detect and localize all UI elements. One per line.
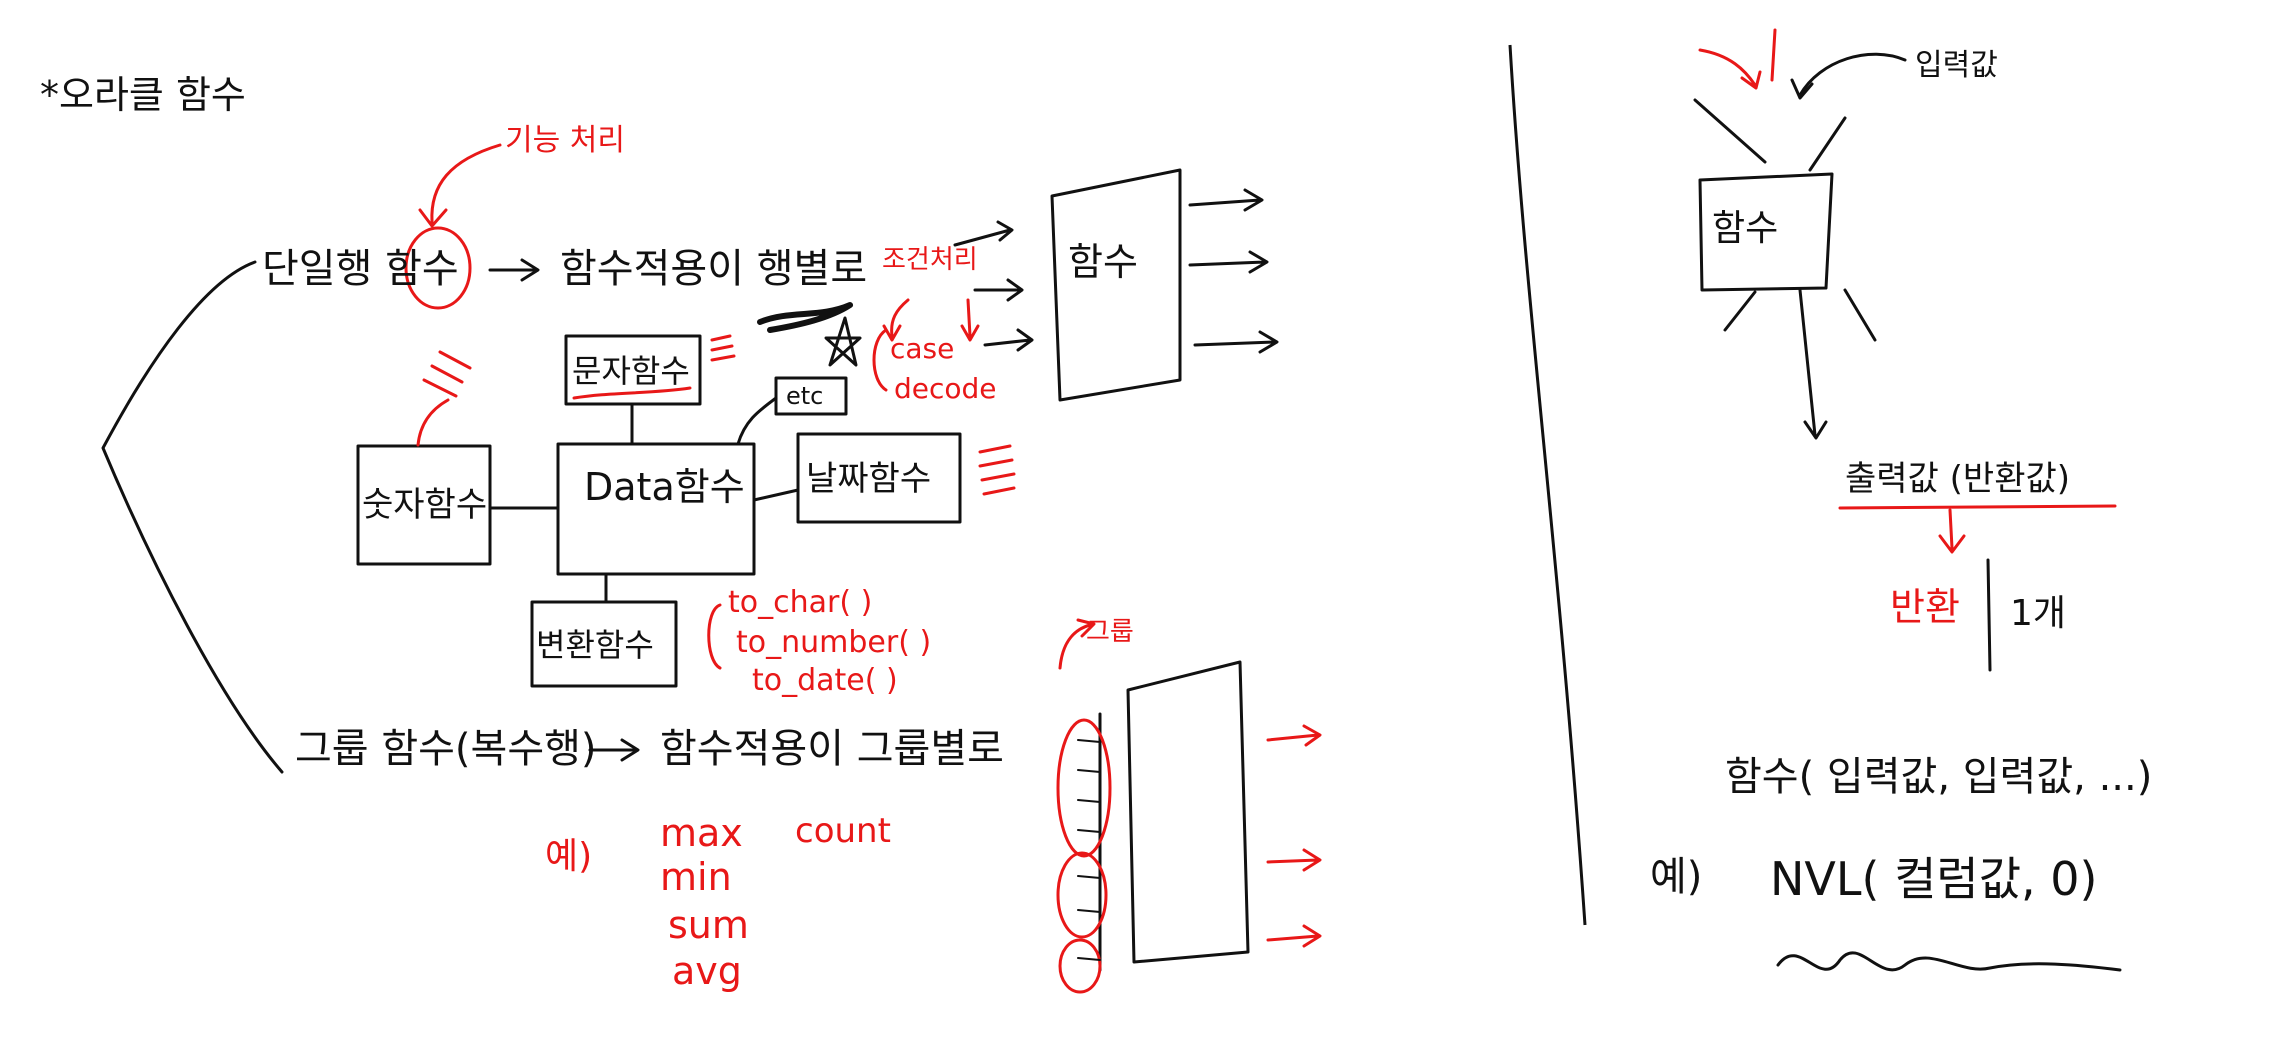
example-label-left: 예) xyxy=(545,836,592,877)
group-ellipse-1 xyxy=(1056,718,1112,858)
hatch-datetime xyxy=(978,444,1016,496)
output-arrow-1 xyxy=(1188,188,1264,212)
group-function-box xyxy=(1126,660,1250,964)
group-example-avg: avg xyxy=(672,949,742,993)
group-note: 그룹 xyxy=(1086,617,1134,647)
function-syntax: 함수( 입력값, 입력값, ...) xyxy=(1725,754,2152,800)
decode-keyword: decode xyxy=(894,372,997,405)
return-count-divider xyxy=(1986,558,1992,672)
scribble-mark xyxy=(757,302,853,333)
datetime-function-label: 날짜함수 xyxy=(806,459,931,499)
input-arrow-1 xyxy=(953,220,1014,247)
ray-1 xyxy=(1693,98,1767,164)
hatch-number-link xyxy=(416,398,450,447)
right-panel-strokes xyxy=(1693,28,2122,972)
group-ellipse-3 xyxy=(1058,938,1102,994)
group-output-arrow-2 xyxy=(1266,848,1322,872)
number-function-label: 숫자함수 xyxy=(362,485,487,525)
convert-item-to-char: to_char( ) xyxy=(728,585,872,620)
group-output-arrow-3 xyxy=(1266,924,1322,948)
left-panel-strokes xyxy=(101,168,1279,972)
group-note-arrow xyxy=(1058,618,1096,670)
hatch-number xyxy=(422,350,472,398)
convert-function-label: 변환함수 xyxy=(536,626,654,664)
case-keyword: case xyxy=(890,332,954,365)
tree-branch-line xyxy=(101,260,284,774)
datetime-function-box xyxy=(796,432,962,524)
convert-item-to-number: to_number( ) xyxy=(736,625,931,660)
convert-function-box xyxy=(530,600,678,688)
group-output-arrow-1 xyxy=(1266,724,1322,747)
string-underline xyxy=(572,386,692,400)
function-box-label: 함수 xyxy=(1068,240,1138,284)
single-row-result-label: 함수적용이 행별로 xyxy=(560,246,867,292)
note-function-process: 기능 처리 xyxy=(505,123,625,158)
example-squiggle xyxy=(1776,951,2122,972)
title-oracle-functions: *오라클 함수 xyxy=(40,73,246,117)
ray-4 xyxy=(1843,288,1877,342)
return-arrow xyxy=(1938,508,1966,554)
panel-divider xyxy=(1508,44,1587,926)
return-label: 반환 xyxy=(1890,585,1960,629)
function-circle xyxy=(404,226,472,310)
arrow-group xyxy=(588,738,640,762)
convert-item-to-date: to_date( ) xyxy=(752,663,898,698)
group-example-sum: sum xyxy=(668,903,749,947)
string-function-label: 문자함수 xyxy=(572,352,690,390)
input-arrow-3 xyxy=(983,328,1034,352)
arrow-single-row xyxy=(488,258,540,282)
left-panel-red-strokes xyxy=(404,143,1322,994)
ray-2 xyxy=(1808,116,1847,172)
ray-3 xyxy=(1723,290,1757,332)
etc-box-label: etc xyxy=(786,382,823,410)
case-arrow xyxy=(882,298,910,342)
group-example-min: min xyxy=(660,855,732,899)
count-keyword: count xyxy=(795,811,891,851)
group-example-max: max xyxy=(660,811,743,855)
input-arrow-2 xyxy=(973,278,1024,302)
note-arrow xyxy=(418,143,502,228)
star-mark xyxy=(824,316,862,367)
function-box-right-label: 함수 xyxy=(1712,208,1778,249)
data-function-label: Data함수 xyxy=(584,465,745,509)
group-ellipse-2 xyxy=(1056,851,1108,939)
function-box-right xyxy=(1698,172,1834,292)
convert-bracket xyxy=(707,603,722,670)
group-function-label: 그룹 함수(복수행) xyxy=(295,726,597,772)
connector-data-datetime xyxy=(752,488,800,502)
return-count-label: 1개 xyxy=(2010,593,2066,634)
output-arrow-3 xyxy=(1193,330,1279,354)
number-function-box xyxy=(356,444,492,566)
etc-box xyxy=(774,376,848,416)
function-box-left xyxy=(1050,168,1182,402)
case-note: 조건처리 xyxy=(882,245,978,275)
output-arrow-2 xyxy=(1188,250,1269,274)
group-result-label: 함수적용이 그룹별로 xyxy=(660,726,1004,772)
output-arrow-down xyxy=(1798,288,1828,440)
output-value-label: 출력값 (반환값) xyxy=(1845,459,2070,499)
decode-arrow xyxy=(960,298,980,342)
single-row-function-label: 단일행 함수 xyxy=(262,246,459,292)
output-underline xyxy=(1838,504,2117,510)
red-input-arrow xyxy=(1698,28,1777,90)
connector-data-etc xyxy=(736,396,778,446)
input-value-label: 입력값 xyxy=(1915,48,1998,83)
data-function-box xyxy=(556,442,756,576)
example-label-right: 예) xyxy=(1650,854,1702,900)
case-bracket xyxy=(872,328,888,392)
input-arrow-curve xyxy=(1790,52,1907,100)
example-nvl-call: NVL( 컬럼값, 0) xyxy=(1770,852,2098,906)
hatch-string xyxy=(710,334,736,362)
group-row-ticks xyxy=(1077,739,1101,961)
